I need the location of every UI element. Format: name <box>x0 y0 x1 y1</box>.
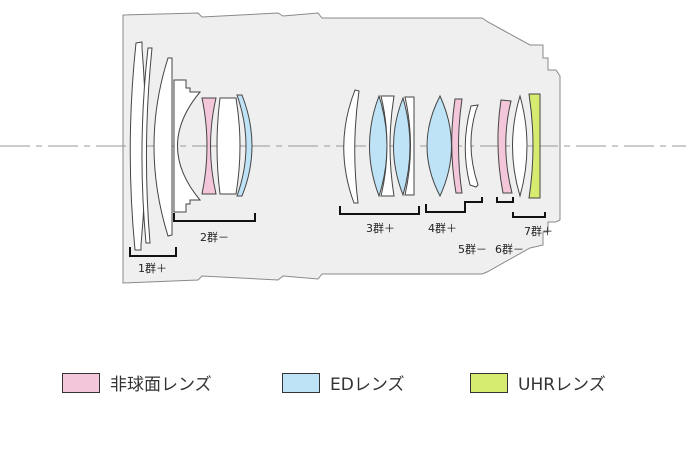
lens-2a <box>173 79 202 213</box>
group-label-7: 7群＋ <box>524 224 553 238</box>
group-brackets <box>129 197 546 257</box>
group-label-1: 1群＋ <box>138 261 167 275</box>
bracket-group-3 <box>339 206 420 215</box>
group-label-5: 5群－ <box>458 242 487 256</box>
bracket-group-5 <box>464 197 483 212</box>
legend-ed: EDレンズ <box>282 370 405 395</box>
lens-barrel <box>122 12 561 284</box>
bracket-group-6 <box>496 197 514 203</box>
lens-4a-ed <box>426 94 452 198</box>
lens-6a-aspherical <box>497 99 513 194</box>
legend-label: 非球面レンズ <box>110 375 212 395</box>
aspherical-swatch <box>62 372 100 393</box>
legend-label: EDレンズ <box>330 375 405 395</box>
lens-3d-ed <box>393 96 411 197</box>
legend-label: UHRレンズ <box>518 375 606 395</box>
lens-2b-aspherical <box>201 97 217 195</box>
lens-4b-aspherical <box>451 98 463 194</box>
lens-2c <box>216 97 241 195</box>
lens-5a <box>464 104 479 188</box>
bracket-group-2 <box>173 213 256 222</box>
lens-7a <box>512 94 528 198</box>
group-label-4: 4群＋ <box>428 221 457 235</box>
lens-7b-uhr <box>528 93 541 199</box>
lens-1b <box>141 47 153 244</box>
legend-uhr: UHRレンズ <box>470 370 606 395</box>
lens-1c <box>153 57 173 237</box>
bracket-group-1 <box>129 247 177 257</box>
lens-3a <box>343 89 360 204</box>
group-label-3: 3群＋ <box>366 221 395 235</box>
lens-2d-ed <box>236 94 253 197</box>
uhr-swatch <box>470 372 508 393</box>
group-label-6: 6群－ <box>495 242 524 256</box>
group-label-2: 2群－ <box>200 230 229 244</box>
lens-3c <box>380 95 395 197</box>
ed-swatch <box>282 372 320 393</box>
lens-3e <box>404 96 415 196</box>
bracket-group-7 <box>512 212 546 218</box>
legend-aspherical: 非球面レンズ <box>62 370 212 395</box>
